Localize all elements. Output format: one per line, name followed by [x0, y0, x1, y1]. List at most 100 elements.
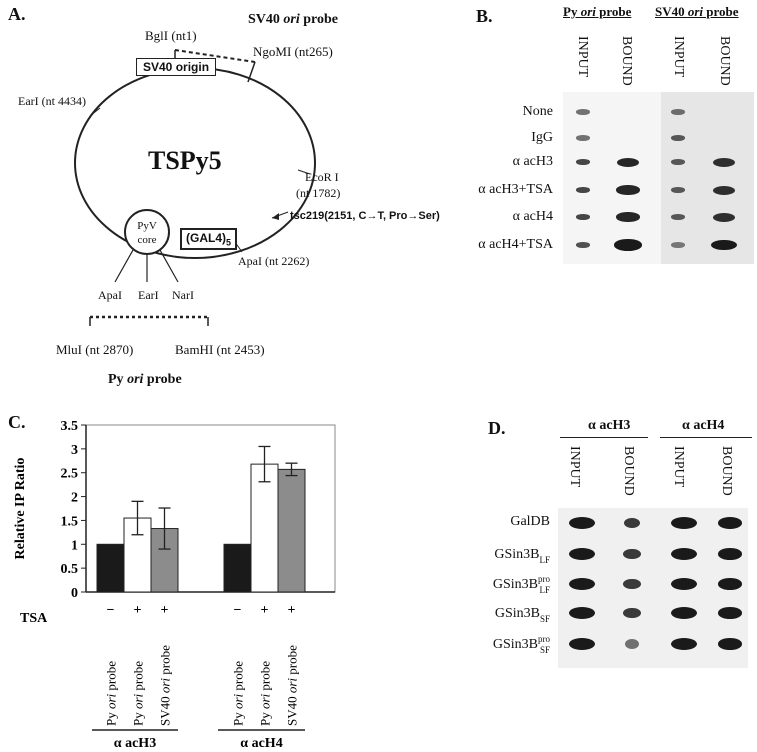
b-row-label: α acH4+TSA — [478, 237, 553, 252]
nari-label: NarI — [172, 288, 194, 302]
d-blot-band — [717, 638, 743, 650]
d-blot-band — [569, 578, 595, 590]
py-probe-title: Py ori probe — [108, 372, 182, 387]
b-blot-band — [616, 185, 640, 195]
y-tick-label: 0 — [71, 586, 78, 601]
b-row-label: α acH3+TSA — [478, 182, 553, 197]
tsa-sign: + — [261, 603, 269, 618]
b-blot-1 — [563, 92, 661, 264]
tsa-sign: + — [288, 603, 296, 618]
d-group2-rule — [660, 437, 752, 438]
d-blot-band — [671, 517, 697, 529]
probe-label: SV40 ori probe — [285, 645, 300, 726]
d-group1-header: α acH3 — [588, 418, 631, 433]
panel-d-label: D. — [488, 418, 506, 438]
d-blot-band — [671, 548, 697, 560]
gal4-box: (GAL4)5 — [180, 228, 238, 251]
sv40-origin-box: SV40 origin — [136, 58, 217, 76]
d-blot-band — [671, 607, 697, 619]
y-tick-label: 1.5 — [61, 514, 79, 529]
tsc-label: tsc219(2151, C→T, Pro→Ser) — [290, 210, 440, 222]
d-blot-band — [718, 517, 742, 529]
b-row-label: None — [522, 104, 553, 119]
apai-2262-label: ApaI (nt 2262) — [238, 254, 310, 268]
pyv-core-label-2: core — [137, 234, 157, 246]
d-blot-band — [622, 607, 642, 619]
pyv-core-label-1: PyV — [137, 220, 157, 232]
panel-b-label: B. — [476, 6, 493, 26]
y-axis-label: Relative IP Ratio — [13, 458, 28, 560]
y-tick-label: 3 — [71, 443, 78, 458]
plasmid-map — [74, 49, 316, 326]
d-blot-band — [569, 517, 595, 529]
d-blot-band — [671, 638, 697, 650]
b-row-label: IgG — [531, 130, 553, 145]
probe-label: SV40 ori probe — [158, 645, 173, 726]
ecori-label: EcoR I — [305, 170, 339, 184]
d-group1-rule — [560, 437, 648, 438]
d-blot-band — [622, 548, 642, 560]
probe-label: Py ori probe — [104, 661, 119, 726]
tsa-sign: − — [107, 603, 115, 618]
d-blot-band — [671, 578, 697, 590]
probe-label: Py ori probe — [258, 661, 273, 726]
d-group2-header: α acH4 — [682, 418, 725, 433]
b-blot-band — [576, 242, 590, 248]
tsa-sign: + — [161, 603, 169, 618]
group-label: α acH3 — [114, 736, 156, 748]
tsa-label: TSA — [20, 611, 48, 626]
b-blot-band — [671, 159, 685, 165]
y-tick-label: 1 — [71, 538, 78, 553]
b-blot-band — [713, 185, 735, 195]
b-blot-band — [713, 157, 735, 167]
ngomi-label: NgoMI (nt265) — [253, 44, 333, 59]
bar — [277, 468, 306, 593]
b-blot-band — [671, 214, 685, 220]
b-blot-2 — [661, 92, 754, 264]
bar — [223, 543, 252, 593]
bar — [96, 543, 125, 593]
b-col-input-2: INPUT — [671, 36, 686, 78]
y-tick-label: 3.5 — [61, 419, 79, 434]
plasmid-name: TSPy5 — [148, 146, 222, 175]
y-tick-label: 2 — [71, 491, 78, 506]
b-blot-band — [711, 239, 737, 251]
b-blot-band — [576, 135, 590, 141]
d-col-input-1: INPUT — [567, 446, 582, 488]
apai-label: ApaI — [98, 288, 122, 302]
bgli-label: BglI (nt1) — [145, 28, 197, 43]
d-col-bound-2: BOUND — [719, 446, 734, 496]
pyv-core-circle — [124, 209, 170, 255]
bar — [250, 463, 279, 593]
d-blot-band — [717, 607, 743, 619]
b-col-bound-1: BOUND — [619, 36, 634, 86]
b-blot-band — [576, 187, 590, 193]
b-col-input-1: INPUT — [575, 36, 590, 78]
b-blot-band — [614, 239, 642, 251]
b-row-label: α acH4 — [512, 209, 553, 224]
b-blot-band — [713, 212, 735, 222]
b-blot-band — [671, 109, 685, 115]
panel-a-label: A. — [8, 4, 26, 24]
y-tick-label: 0.5 — [61, 562, 79, 577]
group-label: α acH4 — [240, 736, 282, 748]
bamhi-label: BamHI (nt 2453) — [175, 342, 265, 357]
sv40-probe-title: SV40 ori probe — [248, 12, 338, 27]
b-blot-band — [576, 159, 590, 165]
mlui-label: MluI (nt 2870) — [56, 342, 134, 357]
b-row-label: α acH3 — [512, 154, 553, 169]
tsa-sign: + — [134, 603, 142, 618]
d-blot-band — [623, 517, 641, 529]
d-blot-band — [717, 578, 743, 590]
b-blot-band — [576, 214, 590, 220]
d-row-label: GSin3B LF — [494, 547, 550, 565]
d-blot-band — [569, 638, 595, 650]
earl-label: EarI — [138, 288, 159, 302]
d-row-label: GalDB — [510, 514, 550, 529]
d-blot-band — [717, 548, 743, 560]
y-tick-label: 2.5 — [61, 467, 79, 482]
b-blot-band — [576, 109, 590, 115]
probe-label: Py ori probe — [231, 661, 246, 726]
d-blot-band — [624, 638, 640, 650]
